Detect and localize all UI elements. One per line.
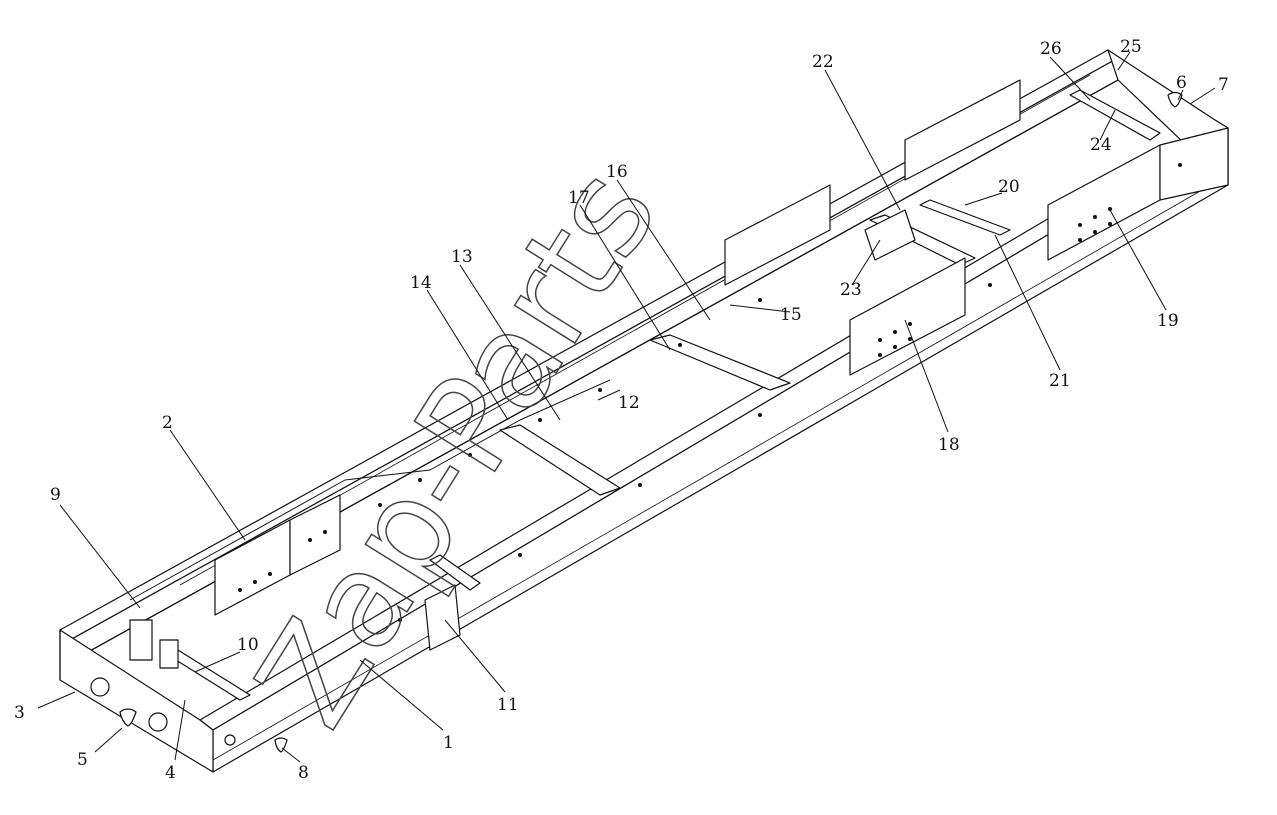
callout-23: 23 bbox=[840, 280, 862, 300]
callout-10: 10 bbox=[237, 635, 259, 655]
callout-16: 16 bbox=[606, 162, 628, 182]
callout-19: 19 bbox=[1157, 311, 1179, 331]
callout-24: 24 bbox=[1090, 135, 1112, 155]
leader-lines bbox=[37, 51, 1216, 763]
tow-hooks-and-brackets bbox=[119, 91, 1183, 753]
watermark: Zap-Parts bbox=[227, 142, 687, 752]
callout-22: 22 bbox=[812, 52, 834, 72]
right-reinforcement-plates bbox=[849, 127, 1229, 376]
rivet-hole-pattern bbox=[238, 163, 1182, 622]
callout-21: 21 bbox=[1049, 371, 1071, 391]
front-crossmember bbox=[59, 629, 236, 773]
callout-14: 14 bbox=[410, 273, 432, 293]
callout-15: 15 bbox=[780, 305, 802, 325]
callout-26: 26 bbox=[1040, 39, 1062, 59]
callout-4: 4 bbox=[165, 763, 176, 783]
callout-25: 25 bbox=[1120, 37, 1142, 57]
callout-6: 6 bbox=[1176, 73, 1187, 93]
callout-18: 18 bbox=[938, 435, 960, 455]
callout-labels: 1 2 3 4 5 6 7 8 9 10 11 12 13 14 15 16 1… bbox=[14, 37, 1229, 783]
left-reinforcement-plates bbox=[214, 79, 1021, 616]
callout-8: 8 bbox=[298, 763, 309, 783]
chassis-frame bbox=[59, 49, 1229, 773]
callout-17: 17 bbox=[568, 188, 590, 208]
callout-13: 13 bbox=[451, 247, 473, 267]
callout-5: 5 bbox=[77, 750, 88, 770]
callout-3: 3 bbox=[14, 703, 25, 723]
callout-2: 2 bbox=[162, 413, 173, 433]
callout-9: 9 bbox=[50, 485, 61, 505]
callout-1: 1 bbox=[443, 733, 454, 753]
callout-7: 7 bbox=[1218, 75, 1229, 95]
crossmembers bbox=[159, 89, 1161, 701]
callout-12: 12 bbox=[618, 393, 640, 413]
callout-20: 20 bbox=[998, 177, 1020, 197]
callout-11: 11 bbox=[497, 695, 519, 715]
watermark-text: Zap-Parts bbox=[227, 143, 686, 751]
